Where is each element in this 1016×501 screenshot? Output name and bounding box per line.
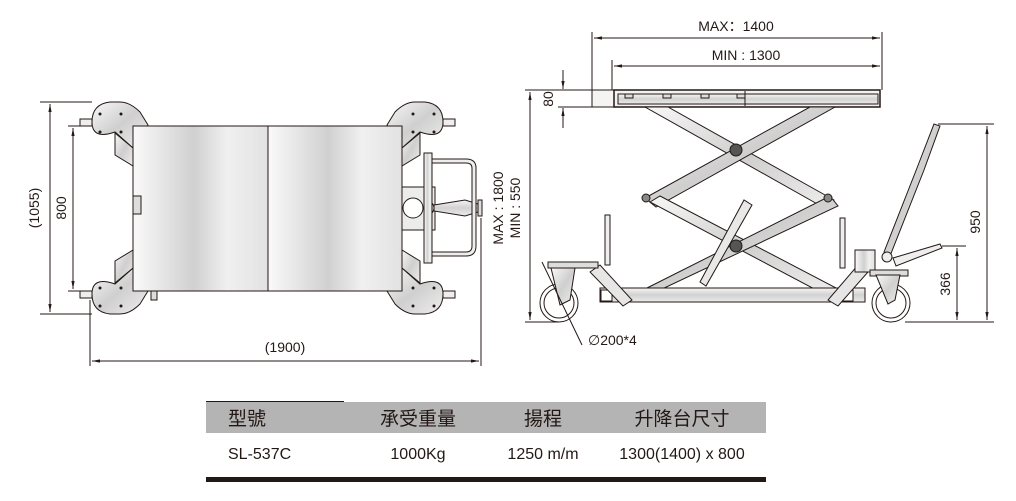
dimension-1055 — [40, 101, 92, 315]
side-view — [525, 32, 994, 346]
pump-assembly — [401, 152, 483, 264]
width-800-label: 800 — [53, 196, 69, 220]
length-1900-label: (1900) — [265, 339, 305, 355]
pedal-366-label: 366 — [937, 272, 953, 296]
cell-lift-range: 1250 m/m — [507, 446, 579, 463]
header-capacity: 承受重量 — [379, 408, 456, 430]
spec-table: 型號 承受重量 揚程 升降台尺寸 SL-537C 1000Kg 1250 m/m… — [206, 402, 766, 477]
cell-model: SL-537C — [228, 446, 292, 463]
front-caster — [539, 261, 599, 323]
header-model: 型號 — [228, 408, 267, 430]
top-view — [40, 101, 483, 366]
dimension-1900 — [89, 218, 482, 366]
wheel-size-label: ∅200*4 — [588, 332, 637, 348]
plate-bolts — [98, 112, 436, 308]
thickness-80-label: 80 — [540, 91, 556, 107]
steering-handle — [431, 158, 477, 257]
table-top-thin-rule — [344, 404, 766, 405]
width-1055-label: (1055) — [26, 188, 42, 228]
platform-right-half — [267, 125, 403, 292]
dimension-80 — [558, 70, 592, 128]
base-frame — [599, 287, 866, 303]
tow-handle — [883, 123, 941, 257]
handle-950-label: 950 — [967, 210, 983, 234]
wheel-leader-line — [541, 261, 583, 346]
dimension-height — [525, 89, 559, 323]
height-min-label: MIN : 550 — [507, 177, 523, 238]
scissor-arms — [642, 106, 842, 293]
cell-platform-size: 1300(1400) x 800 — [619, 446, 745, 463]
dimension-min-1300 — [611, 60, 880, 90]
table-row: SL-537C 1000Kg 1250 m/m 1300(1400) x 800 — [206, 433, 766, 477]
dimension-950 — [905, 123, 994, 323]
rear-caster-pump — [854, 243, 943, 323]
max-1400-label: MAX：1400 — [698, 18, 774, 34]
header-lift-range: 揚程 — [523, 408, 562, 430]
table-bottom-rule — [206, 477, 766, 482]
platform-left-half — [132, 125, 269, 292]
pivot-pins — [641, 143, 833, 253]
table-header-row: 型號 承受重量 揚程 升降台尺寸 — [206, 402, 766, 433]
cell-capacity: 1000Kg — [390, 446, 446, 463]
table-top-rule — [206, 401, 344, 405]
extension-shelf — [591, 89, 615, 108]
dimension-800 — [68, 125, 80, 292]
dimension-366 — [942, 245, 966, 320]
side-latch — [132, 195, 142, 215]
min-1300-label: MIN : 1300 — [712, 47, 781, 63]
header-platform-size: 升降台尺寸 — [634, 408, 730, 430]
dimension-max-1400 — [591, 32, 883, 90]
drain-valve — [150, 290, 158, 301]
height-max-label: MAX : 1800 — [490, 171, 506, 244]
